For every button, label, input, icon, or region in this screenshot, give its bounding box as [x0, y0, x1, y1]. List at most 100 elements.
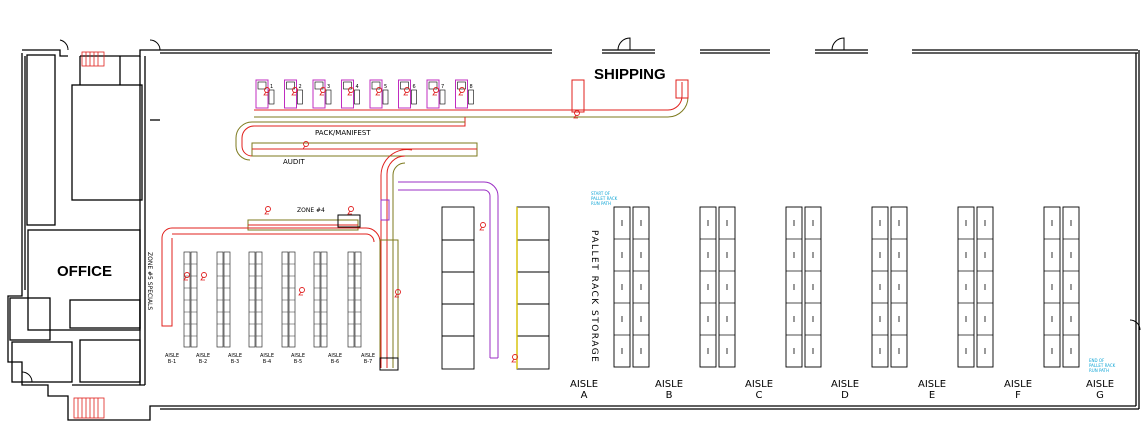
svg-text:AISLE: AISLE [1086, 379, 1114, 390]
svg-text:RUN PATH: RUN PATH [591, 201, 611, 206]
fire-extinguisher [302, 141, 309, 150]
svg-text:F: F [1015, 390, 1021, 401]
pack-manifest-label: PACK/MANIFEST [315, 129, 371, 137]
pack-station: 3 [312, 79, 332, 109]
svg-text:D: D [841, 390, 849, 401]
svg-text:E: E [929, 390, 935, 401]
pallet-rack [699, 206, 736, 368]
fire-extinguisher [432, 87, 439, 96]
fire-extinguisher [183, 272, 190, 281]
svg-text:B-2: B-2 [199, 359, 207, 365]
fire-extinguisher [403, 87, 410, 96]
pack-station-number: 1 [270, 84, 273, 90]
zone-specials-label: ZONE #5 SPECIALS [146, 252, 153, 310]
pack-station: 2 [284, 79, 303, 109]
shipping-label: SHIPPING [594, 66, 666, 83]
svg-text:B-4: B-4 [263, 359, 271, 365]
svg-text:AISLE: AISLE [328, 353, 342, 359]
svg-text:AISLE: AISLE [228, 353, 242, 359]
fire-extinguisher [394, 289, 401, 298]
svg-text:AISLE: AISLE [655, 379, 683, 390]
svg-text:AISLE: AISLE [918, 379, 946, 390]
fire-extinguishers [183, 87, 580, 363]
svg-text:B-7: B-7 [364, 359, 372, 365]
pack-station-number: 2 [299, 84, 302, 90]
office-label: OFFICE [57, 263, 112, 280]
shelving-rack [313, 251, 328, 348]
pallet-rack [871, 206, 908, 368]
pallet-aisle-labels: AISLEAAISLEBAISLECAISLEDAISLEEAISLEFAISL… [570, 379, 1114, 401]
svg-text:AISLE: AISLE [361, 353, 375, 359]
svg-text:END OF: END OF [1089, 358, 1105, 363]
svg-text:B-5: B-5 [294, 359, 302, 365]
fire-extinguisher [347, 206, 354, 215]
stairs [73, 51, 105, 419]
fire-extinguisher [573, 110, 580, 119]
svg-text:AISLE: AISLE [291, 353, 305, 359]
conveyor-pack-manifest [235, 79, 689, 161]
svg-text:B: B [666, 390, 673, 401]
svg-text:B-3: B-3 [231, 359, 239, 365]
svg-text:B-1: B-1 [168, 359, 176, 365]
fire-extinguisher [511, 354, 518, 363]
fire-extinguisher [291, 87, 298, 96]
svg-text:RUN PATH: RUN PATH [1089, 368, 1109, 373]
fire-extinguisher [200, 272, 207, 281]
svg-text:AISLE: AISLE [260, 353, 274, 359]
pack-station: 4 [341, 79, 360, 109]
svg-text:PALLET RACK: PALLET RACK [1089, 363, 1116, 368]
shelving-racks [183, 251, 362, 348]
cyan-notes: START OF PALLET RACK RUN PATH END OF PAL… [591, 191, 1116, 373]
conveyor-audit [251, 142, 478, 368]
pallet-rack [957, 206, 994, 368]
shelving-rack [248, 251, 263, 348]
pack-station: 5 [369, 79, 389, 109]
pack-station: 7 [426, 79, 446, 109]
shelving-rack [216, 251, 231, 348]
fire-extinguisher [319, 87, 326, 96]
pallet-racks [613, 206, 1080, 368]
pack-station: 1 [255, 79, 275, 109]
door-swings [21, 37, 1141, 383]
svg-text:C: C [756, 390, 763, 401]
fire-extinguisher [375, 87, 382, 96]
pack-station-number: 6 [413, 84, 416, 90]
fire-extinguisher [263, 87, 270, 96]
pallet-rack-label: PALLET RACK STORAGE [589, 230, 599, 363]
pallet-rack [785, 206, 822, 368]
svg-text:B-6: B-6 [331, 359, 339, 365]
svg-text:G: G [1096, 390, 1104, 401]
conveyor-purple [380, 181, 499, 359]
svg-text:PALLET RACK: PALLET RACK [591, 196, 618, 201]
conveyor-zone4 [161, 214, 399, 371]
svg-text:AISLE: AISLE [570, 379, 598, 390]
fire-extinguisher [298, 287, 305, 296]
shelving-rack [347, 251, 362, 348]
svg-text:A: A [581, 390, 588, 401]
svg-text:AISLE: AISLE [165, 353, 179, 359]
svg-text:AISLE: AISLE [831, 379, 859, 390]
svg-text:START OF: START OF [591, 191, 611, 196]
pack-station-number: 4 [356, 84, 359, 90]
pallet-rack [613, 206, 650, 368]
shelving-aisle-labels: AISLEB-1AISLEB-2AISLEB-3AISLEB-4AISLEB-5… [165, 353, 375, 365]
pack-station-number: 5 [384, 84, 387, 90]
fire-extinguisher [479, 222, 486, 231]
audit-label: AUDIT [283, 158, 305, 166]
fire-extinguisher [264, 206, 271, 215]
pack-station: 8 [455, 79, 474, 109]
svg-text:AISLE: AISLE [745, 379, 773, 390]
svg-text:AISLE: AISLE [1004, 379, 1032, 390]
